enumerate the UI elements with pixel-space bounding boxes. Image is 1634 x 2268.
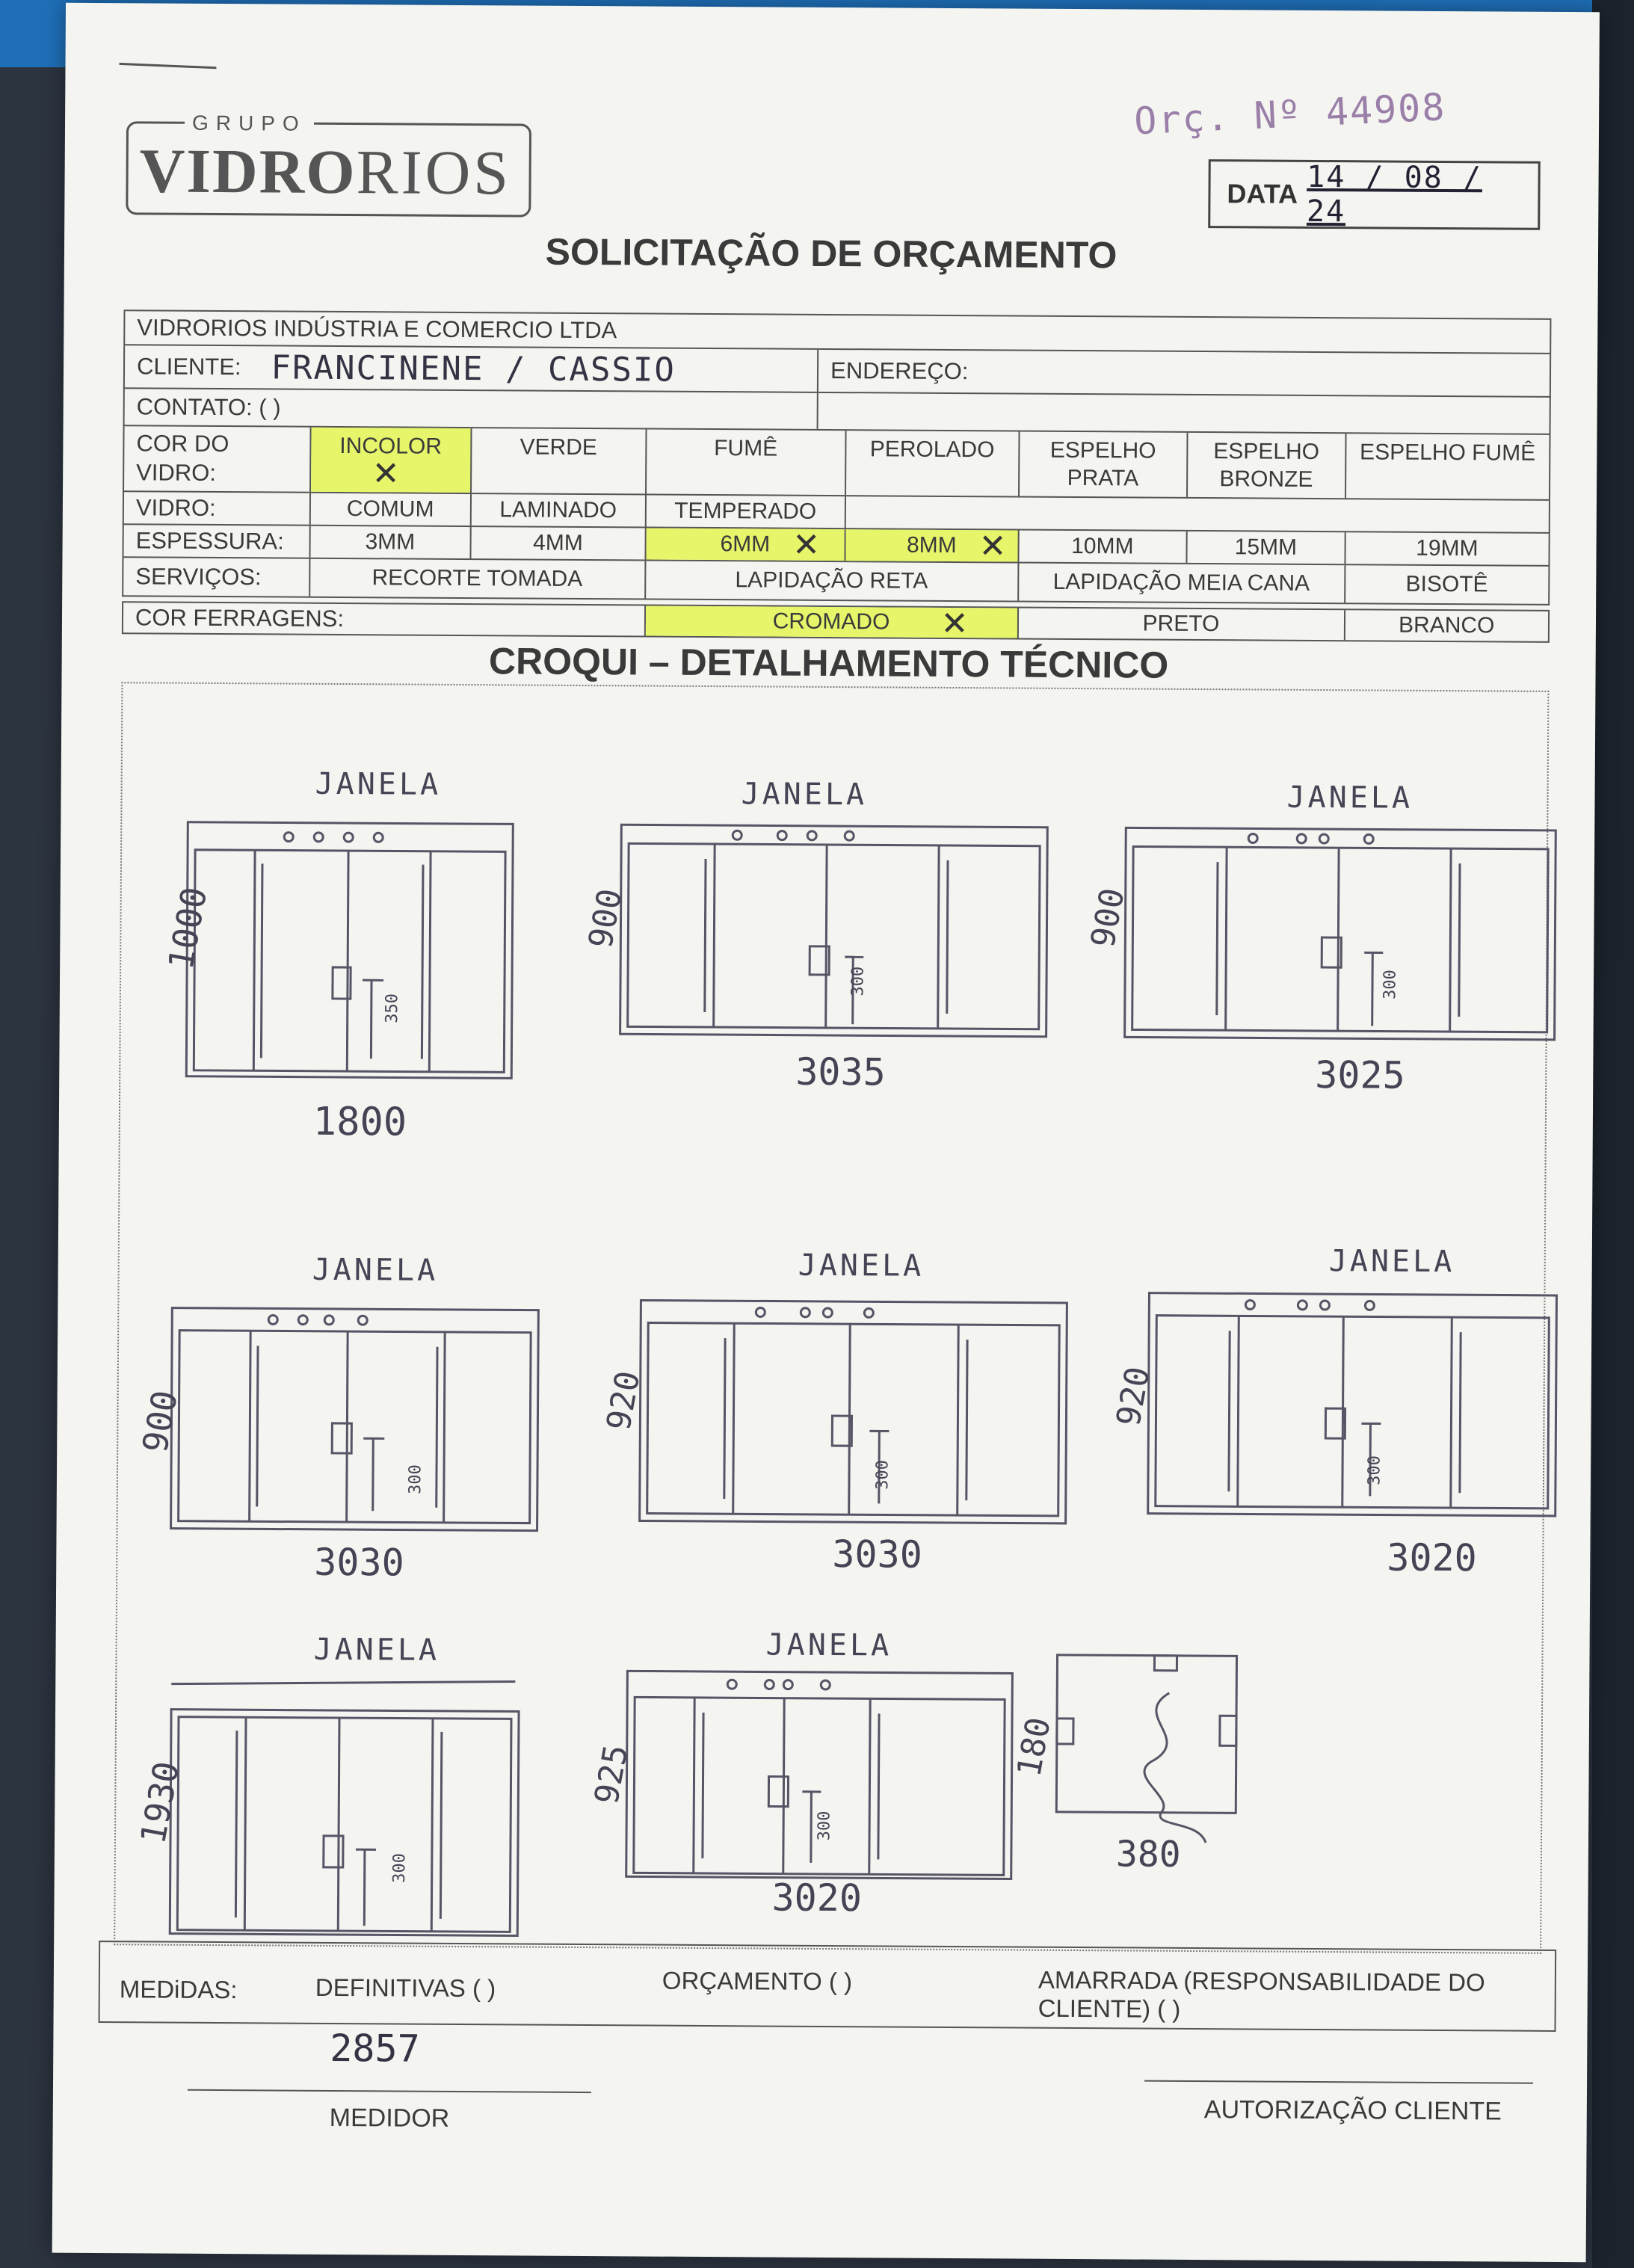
services-label: SERVIÇOS: [123, 558, 310, 597]
form-sheet: GRUPO VIDRORIOS Orç. Nº 44908 DATA 14 / … [52, 2, 1600, 2263]
contact-blank [818, 393, 1550, 434]
sketch-1-handle: 350 [383, 993, 402, 1023]
address-label: ENDEREÇO: [830, 357, 969, 384]
sketch-3-label: JANELA [1286, 780, 1413, 816]
window-sketch-3 [1123, 826, 1557, 1041]
address-field[interactable]: ENDEREÇO: [818, 350, 1550, 396]
check-mark: ✕ [371, 454, 400, 493]
thickness-option-4mm[interactable]: 4MM [471, 527, 647, 560]
check-mark: ✕ [978, 527, 1007, 566]
sketch-3-handle: 300 [1381, 970, 1400, 1000]
hardware-option-branco[interactable]: BRANCO [1398, 612, 1495, 638]
thickness-option-8mm[interactable]: 8MM ✕ [845, 527, 1020, 565]
pen-stroke [119, 62, 217, 70]
measurements-row: MEDiDAS: DEFINITIVAS ( ) ORÇAMENTO ( ) A… [98, 1941, 1557, 2032]
client-signature-line[interactable] [1144, 2080, 1534, 2084]
medidor-signature-line[interactable] [187, 2089, 591, 2094]
form-table: VIDRORIOS INDÚSTRIA E COMERCIO LTDA CLIE… [121, 309, 1552, 643]
color-option-incolor[interactable]: INCOLOR ✕ [310, 427, 472, 493]
client-label: CLIENTE: [136, 352, 241, 380]
color-option-verde[interactable]: VERDE [472, 428, 647, 494]
client-value: FRANCINENE / CASSIO [271, 348, 676, 389]
measurements-label: MEDiDAS: [119, 1975, 238, 2004]
sketch-2-handle: 300 [848, 966, 868, 996]
sketch-5-width: 3030 [832, 1532, 922, 1577]
detail-width: 380 [1115, 1833, 1181, 1876]
glass-type-blank [846, 496, 1549, 532]
sketch-6-label: JANELA [1328, 1244, 1455, 1280]
check-mark: ✕ [940, 604, 969, 644]
background-right [1592, 0, 1634, 2268]
croqui-title: CROQUI – DETALHAMENTO TÉCNICO [488, 640, 1169, 686]
glass-option-temperado[interactable]: TEMPERADO [646, 495, 847, 529]
sketch-7-handle: 300 [390, 1853, 410, 1883]
sketch-5-handle: 300 [873, 1459, 892, 1490]
option-definitivas[interactable]: DEFINITIVAS ( ) [315, 1973, 496, 2003]
logo-grupo: GRUPO [184, 111, 314, 136]
sketch-2-width: 3035 [795, 1050, 886, 1094]
logo-brand: VIDRORIOS [139, 136, 512, 209]
glass-color-row: COR DO VIDRO: INCOLOR ✕ VERDE FUMÊ PEROL… [123, 426, 1551, 501]
date-value: 14 / 08 / 24 [1306, 159, 1483, 229]
handwritten-measure: 2857 [330, 2026, 420, 2071]
check-mark: ✕ [792, 526, 821, 564]
sketch-7-label: JANELA [313, 1632, 440, 1668]
sketch-8-width: 3020 [771, 1876, 863, 1920]
option-amarrada[interactable]: AMARRADA (RESPONSABILIDADE DO CLIENTE) (… [1038, 1965, 1485, 2023]
sketch-8-label: JANELA [765, 1627, 892, 1663]
window-sketch-7 [168, 1680, 520, 1937]
date-box: DATA 14 / 08 / 24 [1208, 159, 1541, 230]
sketch-3-width: 3025 [1315, 1053, 1405, 1097]
color-option-espelho-fume[interactable]: ESPELHO FUMÊ [1360, 440, 1536, 466]
thickness-option-15mm[interactable]: 15MM [1187, 531, 1346, 564]
service-option-recorte-tomada[interactable]: RECORTE TOMADA [309, 558, 647, 599]
sketch-4-width: 3030 [314, 1540, 404, 1585]
hardware-option-cromado[interactable]: CROMADO ✕ [645, 605, 1019, 643]
detail-sketch [1055, 1654, 1239, 1843]
glass-option-laminado[interactable]: LAMINADO [471, 494, 647, 527]
window-sketch-4 [170, 1307, 540, 1532]
color-option-espelho-prata[interactable]: ESPELHO PRATA [1019, 431, 1188, 497]
color-option-espelho-bronze[interactable]: ESPELHO BRONZE [1188, 432, 1347, 499]
color-option-perolado[interactable]: PEROLADO [846, 431, 1020, 496]
sketch-2-label: JANELA [741, 777, 868, 813]
sketch-1-width: 1800 [312, 1099, 407, 1145]
hardware-color-label: COR FERRAGENS: [123, 603, 646, 636]
glass-color-label: COR DO VIDRO: [124, 426, 312, 492]
thickness-option-6mm[interactable]: 6MM ✕ [646, 526, 846, 564]
sketch-6-handle: 300 [1365, 1455, 1384, 1485]
sketch-4-handle: 300 [406, 1464, 425, 1495]
hardware-color-row: COR FERRAGENS: CROMADO ✕ PRETO BRANCO [121, 601, 1550, 643]
window-sketch-8 [625, 1669, 1014, 1881]
service-option-lapidacao-reta[interactable]: LAPIDAÇÃO RETA [645, 561, 1019, 601]
sketch-5-label: JANELA [798, 1248, 925, 1284]
window-sketch-2 [619, 823, 1049, 1038]
client-field[interactable]: CLIENTE: FRANCINENE / CASSIO [124, 345, 819, 392]
thickness-option-10mm[interactable]: 10MM [1018, 530, 1188, 563]
medidor-label: MEDIDOR [329, 2103, 450, 2133]
sketch-4-label: JANELA [312, 1252, 439, 1288]
service-option-bisote[interactable]: BISOTÊ [1405, 571, 1488, 597]
page-title: SOLICITAÇÃO DE ORÇAMENTO [545, 230, 1117, 277]
services-row: SERVIÇOS: RECORTE TOMADA LAPIDAÇÃO RETA … [122, 558, 1550, 605]
hardware-option-preto[interactable]: PRETO [1018, 608, 1345, 641]
thickness-label: ESPESSURA: [123, 525, 311, 558]
window-sketch-5 [638, 1298, 1068, 1525]
sketch-1-label: JANELA [315, 766, 442, 802]
contact-field[interactable]: CONTATO: ( ) [124, 389, 818, 429]
glass-option-comum[interactable]: COMUM [310, 493, 472, 526]
service-option-lapidacao-meia-cana[interactable]: LAPIDAÇÃO MEIA CANA [1018, 563, 1346, 603]
sketch-8-handle: 300 [815, 1811, 834, 1841]
date-label: DATA [1227, 178, 1298, 209]
color-option-fume[interactable]: FUMÊ [646, 429, 847, 496]
window-sketch-1 [185, 821, 514, 1079]
budget-number: Orç. Nº 44908 [1133, 85, 1447, 144]
thickness-option-3mm[interactable]: 3MM [309, 526, 472, 559]
window-sketch-6 [1147, 1292, 1559, 1517]
option-orcamento[interactable]: ORÇAMENTO ( ) [662, 1966, 853, 1996]
client-authorization-label: AUTORIZAÇÃO CLIENTE [1203, 2095, 1502, 2126]
sketch-6-width: 3020 [1387, 1535, 1477, 1580]
thickness-option-19mm[interactable]: 19MM [1416, 536, 1479, 561]
glass-type-label: VIDRO: [123, 492, 311, 525]
